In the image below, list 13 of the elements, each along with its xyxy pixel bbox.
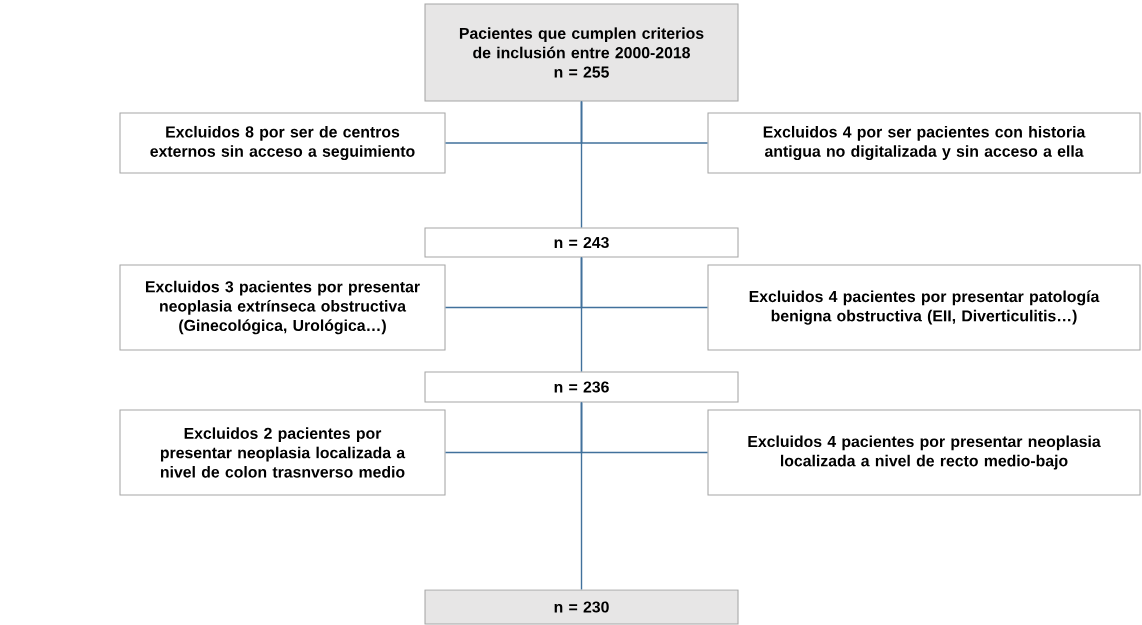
count-box: n = 230: [424, 589, 739, 625]
count-box: n = 236: [424, 371, 739, 403]
count-box: n = 243: [424, 227, 739, 258]
exclusion-box: Excluidos 4 por ser pacientes con historia antigua no digitalizada y sin acceso a ella: [707, 112, 1141, 174]
start-box: Pacientes que cumplen criterios de inclusión entre 2000-2018 n = 255: [424, 3, 739, 102]
exclusion-box: Excluidos 4 pacientes por presentar neoplasia localizada a nivel de recto medio-bajo: [707, 409, 1141, 496]
connector-line: [580, 256, 583, 373]
exclusion-box: Excluidos 2 pacientes por presentar neoplasia localizada a nivel de colon trasnverso medio: [119, 409, 446, 496]
exclusion-box: Excluidos 8 por ser de centros externos sin acceso a seguimiento: [119, 112, 446, 174]
connector-line: [580, 100, 583, 229]
exclusion-box: Excluidos 3 pacientes por presentar neoplasia extrínseca obstructiva (Ginecológica, Urológica…): [119, 264, 446, 351]
connector-line: [580, 401, 583, 591]
exclusion-box: Excluidos 4 pacientes por presentar patología benigna obstructiva (EII, Diverticulitis…): [707, 264, 1141, 351]
